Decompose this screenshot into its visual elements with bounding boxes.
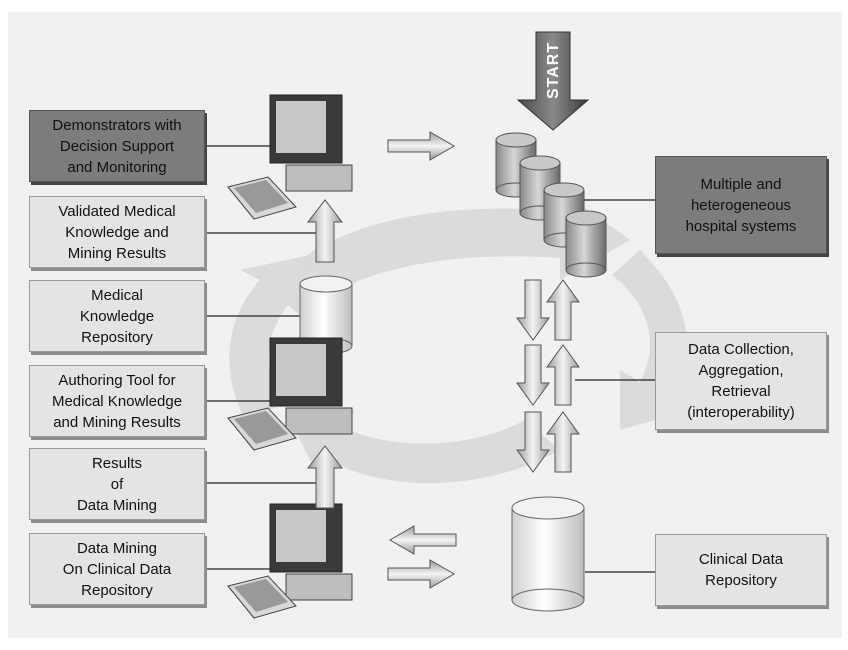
box-knowledge-repository: Medical Knowledge Repository — [29, 280, 205, 352]
cycle-arrow-bottom — [290, 410, 560, 484]
start-arrow — [516, 31, 590, 131]
box-data-collection: Data Collection, Aggregation, Retrieval … — [655, 332, 827, 430]
up-arrow — [546, 279, 580, 341]
right-connectors — [575, 199, 655, 573]
box-demonstrators: Demonstrators with Decision Support and … — [29, 110, 205, 182]
clinical-repository-cylinder — [511, 496, 585, 612]
database-icon — [565, 210, 607, 278]
box-hospital-systems: Multiple and heterogeneous hospital syst… — [655, 156, 827, 254]
start-label: START — [545, 41, 562, 99]
up-arrow — [546, 411, 580, 473]
computer-icon — [227, 337, 353, 451]
hospital-databases — [495, 132, 607, 278]
down-arrow — [516, 279, 550, 341]
right-arrow — [387, 131, 455, 161]
box-clinical-repository: Clinical Data Repository — [655, 534, 827, 606]
computer-icon — [227, 503, 353, 619]
up-arrow — [306, 445, 344, 509]
computer-icon — [227, 94, 353, 220]
box-authoring-tool: Authoring Tool for Medical Knowledge and… — [29, 365, 205, 437]
left-connectors — [205, 145, 320, 570]
down-arrow — [516, 344, 550, 406]
right-arrow — [387, 559, 455, 589]
box-validated-knowledge: Validated Medical Knowledge and Mining R… — [29, 196, 205, 268]
down-arrow — [516, 411, 550, 473]
up-arrow — [306, 199, 344, 263]
box-results-data-mining: Results of Data Mining — [29, 448, 205, 520]
up-arrow — [546, 344, 580, 406]
box-data-mining-clinical: Data Mining On Clinical Data Repository — [29, 533, 205, 605]
left-arrow — [389, 525, 457, 555]
